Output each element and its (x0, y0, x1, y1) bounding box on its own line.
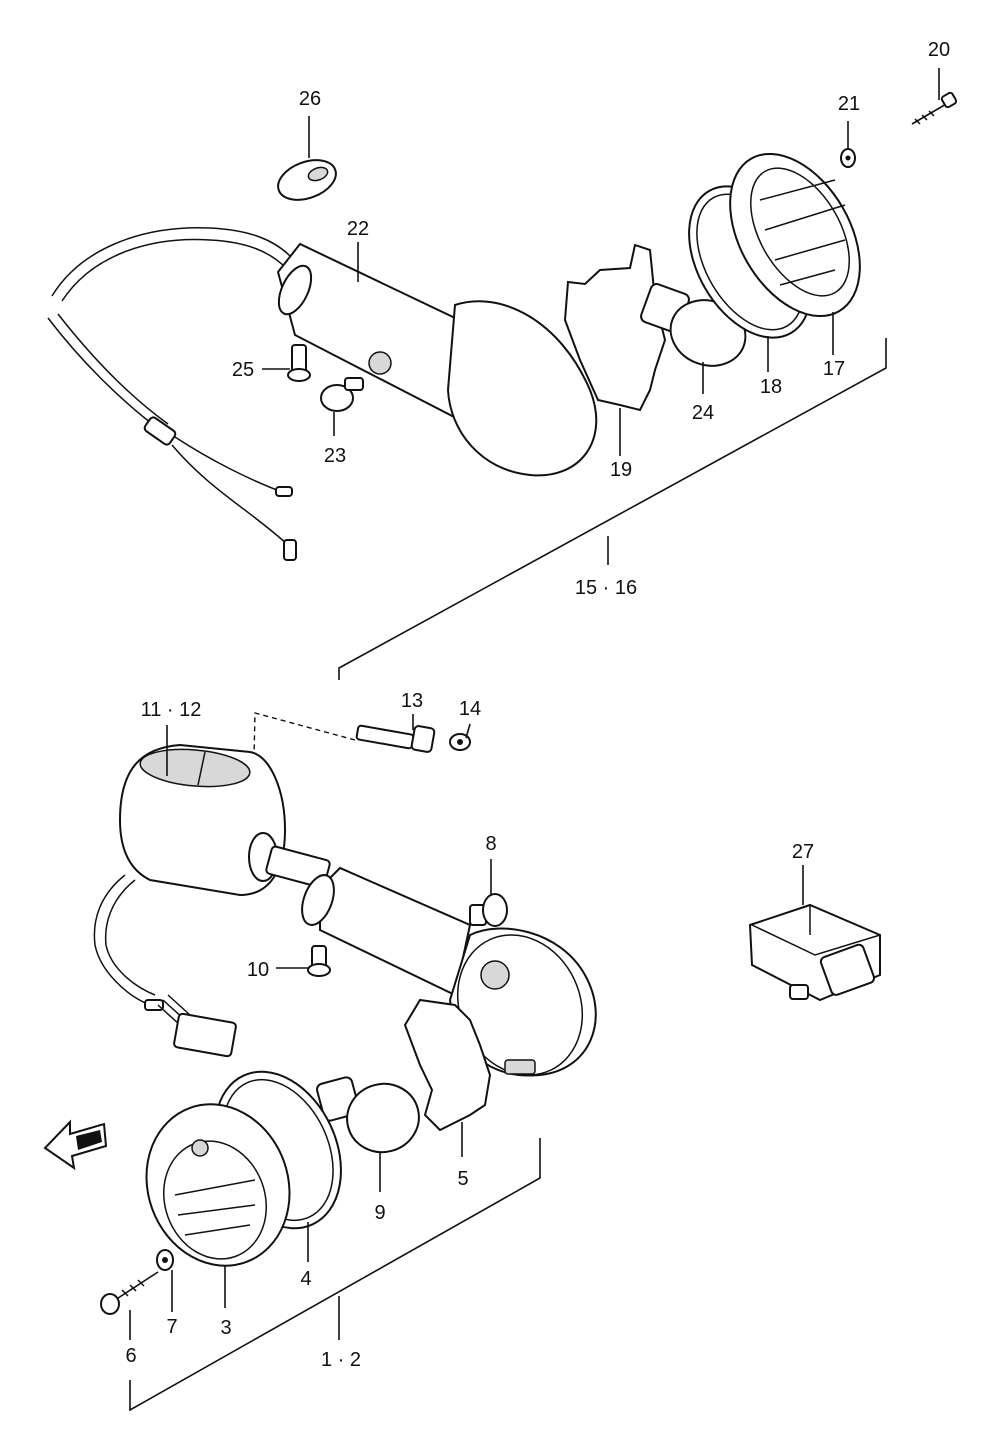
forward-arrow-icon (43, 1119, 108, 1171)
callout-7: 7 (166, 1316, 177, 1338)
callout-21: 21 (838, 93, 860, 115)
part-8-screw (469, 893, 508, 927)
part-22-housing (47, 227, 598, 561)
callout-6: 6 (125, 1345, 136, 1367)
part-9-bulb (316, 1076, 420, 1154)
callout-24: 24 (692, 402, 714, 424)
part-3-lens (145, 1103, 291, 1267)
callout-18: 18 (760, 376, 782, 398)
part-14-nut (449, 733, 471, 751)
part-26-grommet (277, 159, 337, 201)
callout-17: 17 (823, 358, 845, 380)
part-21-washer (840, 148, 856, 168)
part-17-lens (729, 152, 861, 318)
callout-19: 19 (610, 459, 632, 481)
part-27-relay (748, 903, 881, 1002)
callout-8: 8 (485, 833, 496, 855)
part-10-screw (307, 945, 331, 977)
part-11-12-clamp-bracket (118, 743, 331, 897)
callout-4: 4 (300, 1268, 311, 1290)
callout-3: 3 (220, 1317, 231, 1339)
callout-1-2: 1 · 2 (321, 1349, 361, 1371)
part-20-screw (911, 91, 958, 125)
part-13-screw (251, 712, 436, 846)
callout-22: 22 (347, 218, 369, 240)
callout-20: 20 (928, 39, 950, 61)
leader-lines-front (129, 714, 804, 1412)
callout-27: 27 (792, 841, 814, 863)
callout-11-12: 11 · 12 (141, 699, 202, 721)
part-7-washer (156, 1249, 174, 1271)
callout-10: 10 (247, 959, 269, 981)
part-5-bracket-plate (403, 998, 492, 1132)
part-19-bracket-plate (563, 243, 667, 412)
front-housing (93, 866, 597, 1077)
callout-15-16: 15 · 16 (575, 577, 637, 599)
callout-labels: 20 26 21 22 25 23 24 18 17 19 15 · 16 11… (125, 39, 950, 1371)
callout-13: 13 (401, 690, 423, 712)
callout-23: 23 (324, 445, 346, 467)
leader-lines-rear (262, 68, 940, 680)
callout-25: 25 (232, 359, 254, 381)
callout-26: 26 (299, 88, 321, 110)
part-6-screw (100, 1271, 159, 1315)
callout-14: 14 (459, 698, 481, 720)
part-25-screw (287, 344, 311, 382)
part-23-screw (320, 377, 364, 412)
callout-9: 9 (374, 1202, 385, 1224)
callout-5: 5 (457, 1168, 468, 1190)
